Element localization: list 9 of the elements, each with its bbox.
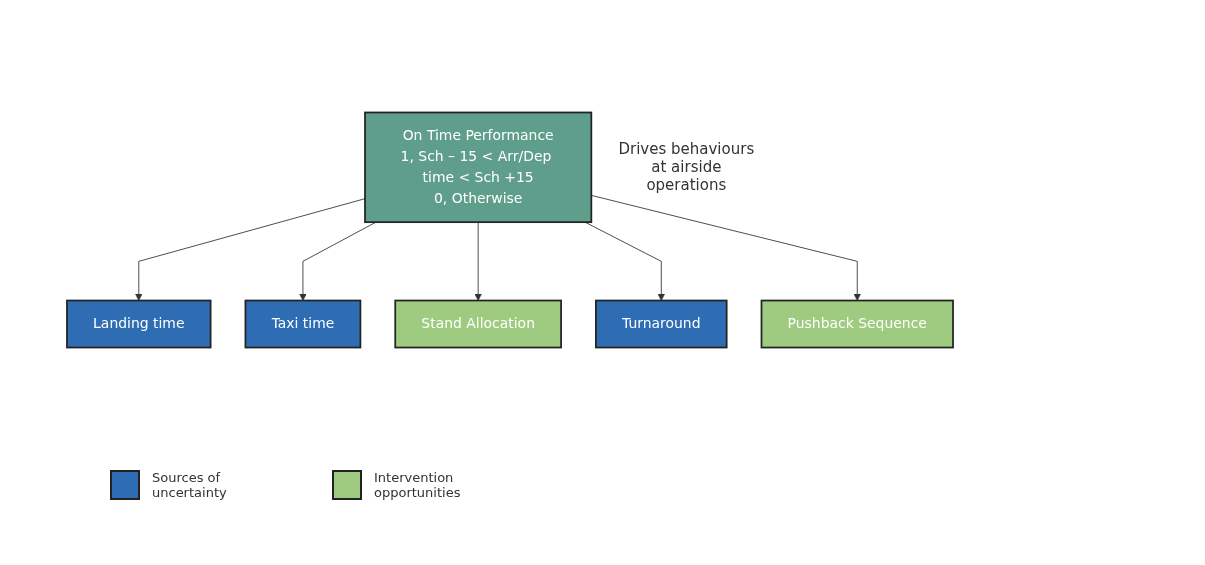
node-box: Landing time: [66, 299, 212, 349]
node-box: Pushback Sequence: [760, 299, 954, 349]
node-box: Turnaround: [595, 299, 728, 349]
note-text: Drives behaviours at airside operations: [617, 140, 756, 195]
node-box: Stand Allocation: [394, 299, 562, 349]
node-box: Taxi time: [244, 299, 362, 349]
node-box: On Time Performance 1, Sch – 15 < Arr/Dep time < Sch +15 0, Otherwise: [364, 111, 593, 224]
legend-label: Intervention opportunities: [374, 470, 462, 500]
legend-label: Sources of uncertainty: [152, 470, 228, 500]
